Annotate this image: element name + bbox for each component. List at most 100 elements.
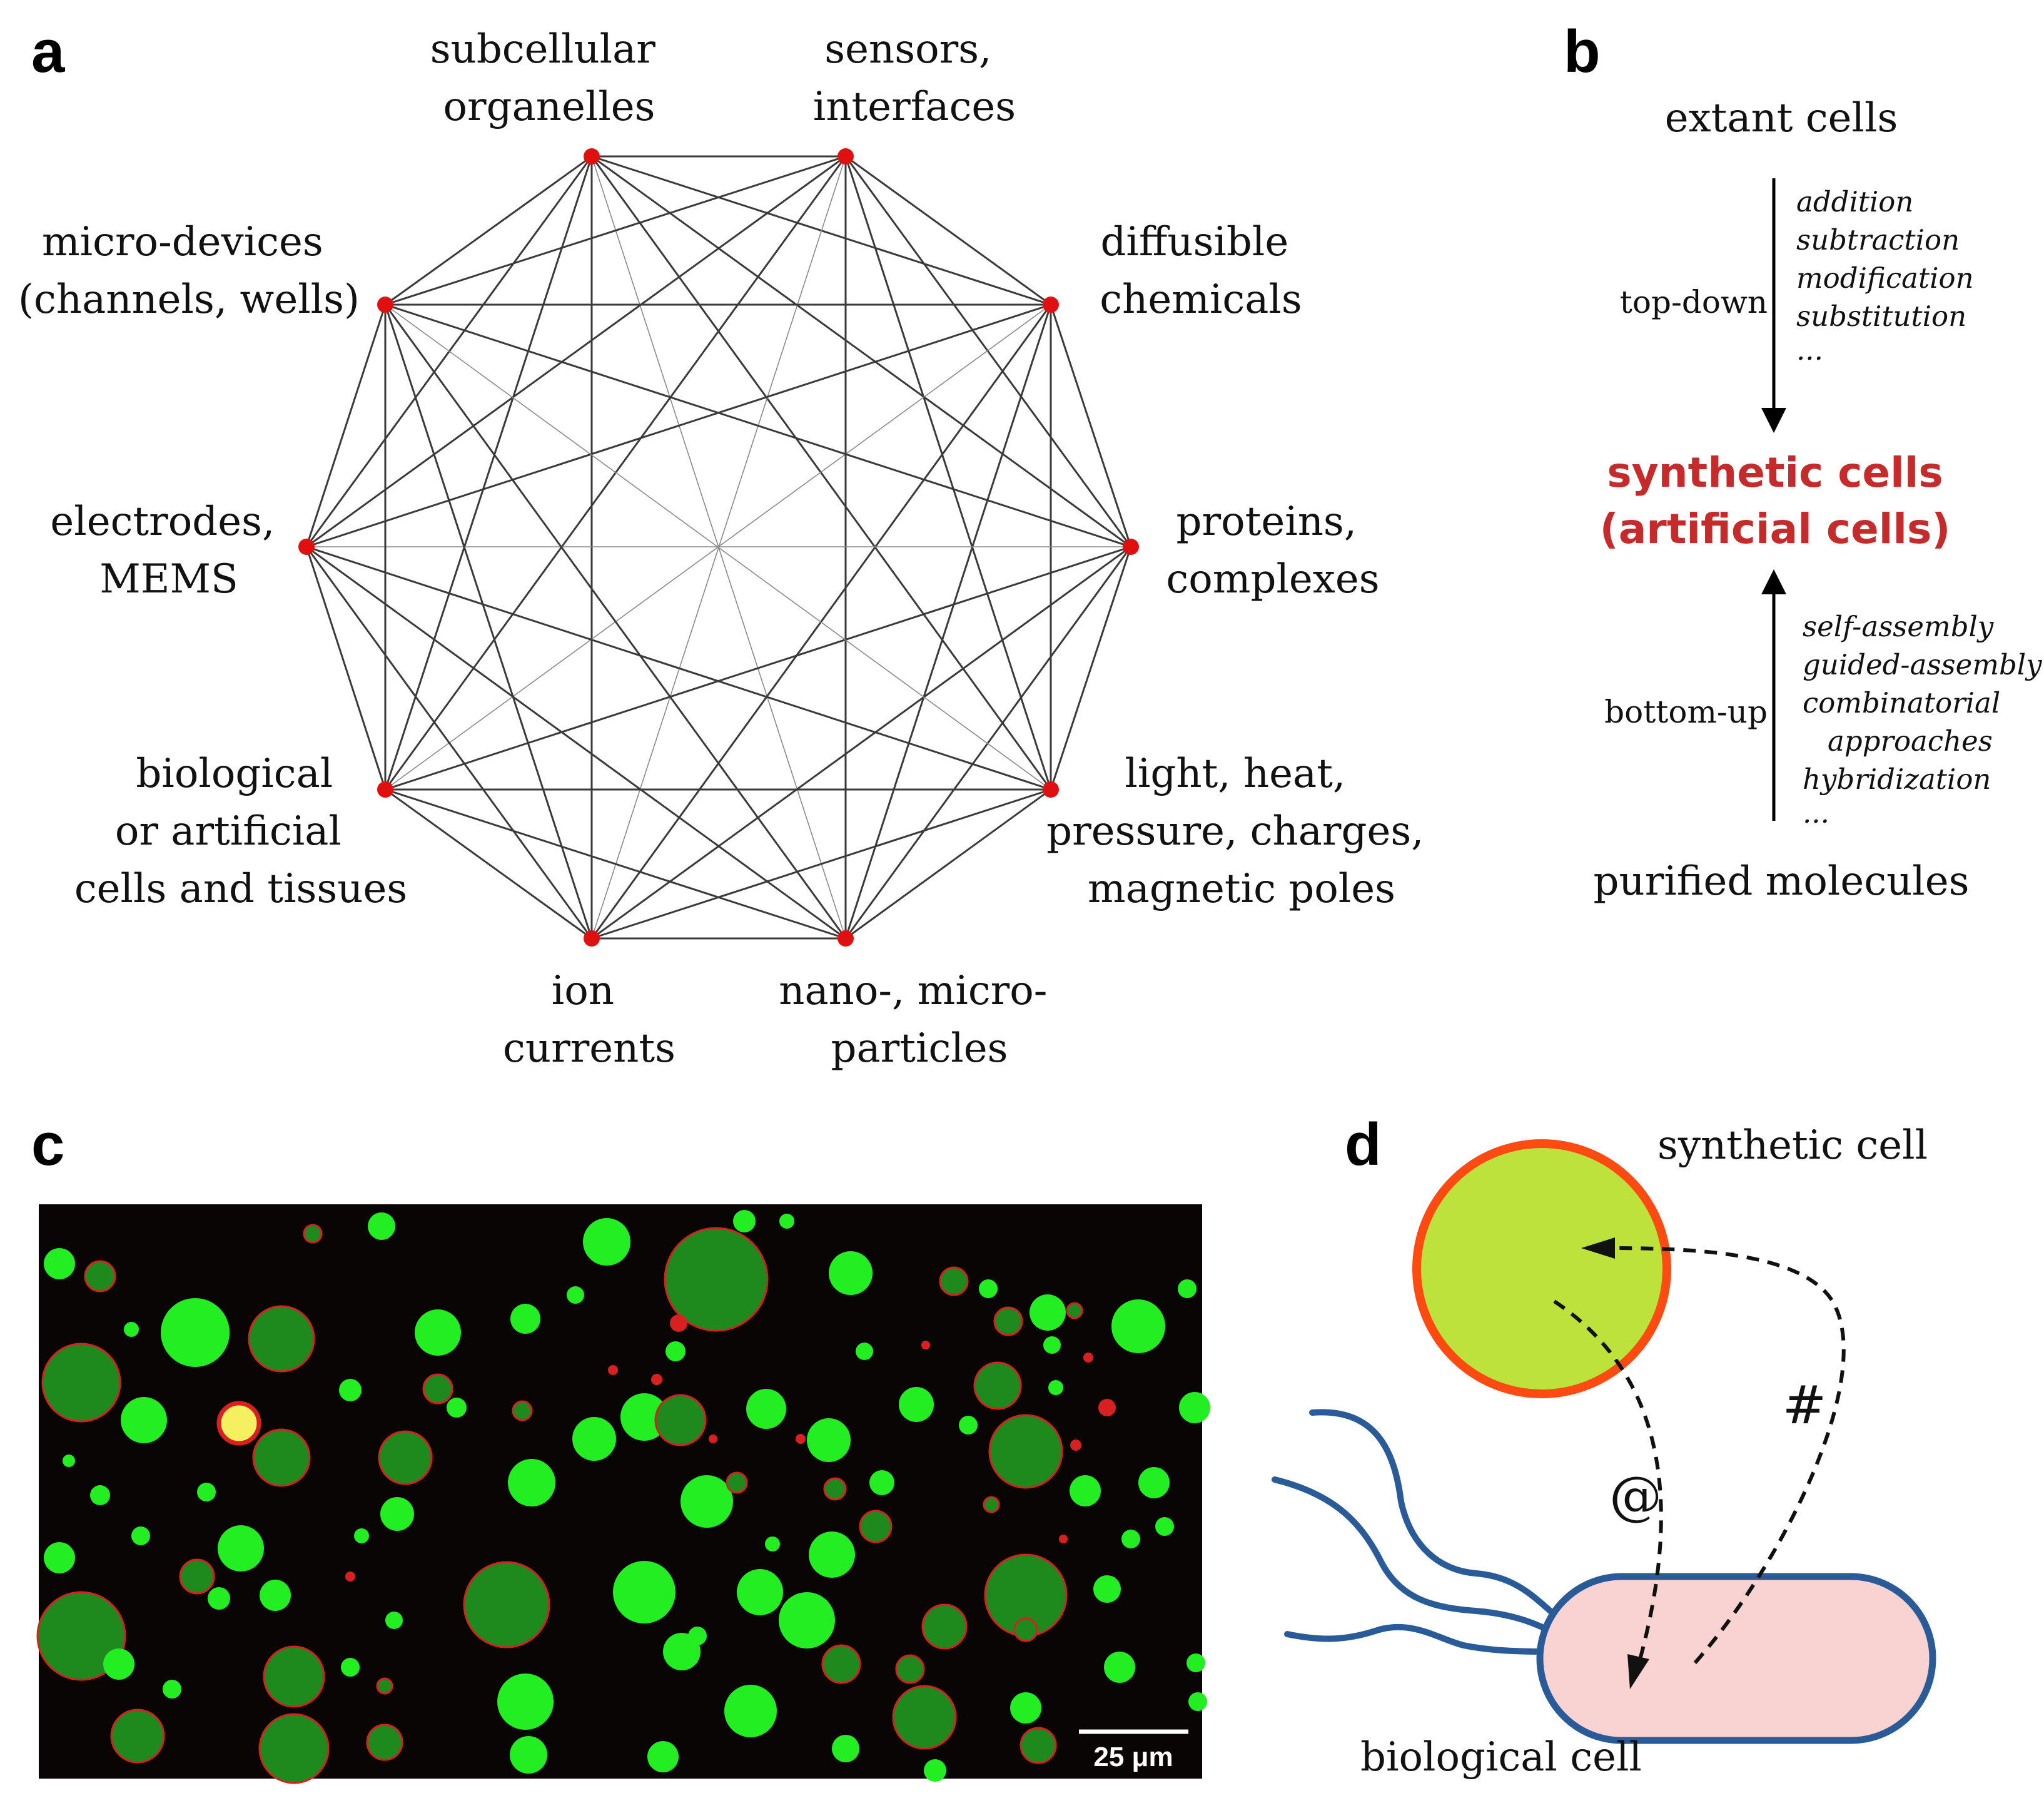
edge-proteins-cells (385, 546, 1131, 791)
vesicle-bright (163, 1680, 181, 1699)
synthetic-cell-label: synthetic cell (1657, 1122, 1928, 1169)
node-sensors (837, 148, 854, 165)
vesicle-bright (1179, 1392, 1210, 1423)
panel-b: b extant cells top-down addition subtrac… (1564, 18, 2044, 905)
bottom-up-label: bottom-up (1604, 694, 1768, 730)
node-label-light: light, heat, pressure, charges, magnetic… (1046, 751, 1437, 912)
edge-electrodes-devices (305, 304, 387, 547)
edge-proteins-devices (385, 303, 1131, 548)
vesicle-bright (380, 1497, 414, 1531)
vesicle-membrane (303, 1224, 323, 1244)
vesicle-bright (131, 1526, 150, 1545)
vesicle-membrane (378, 1430, 433, 1485)
vesicle-membrane (1013, 1617, 1038, 1642)
red-speck (670, 1314, 687, 1332)
node-chemicals (1043, 297, 1059, 313)
panel-c: c 25 μm (31, 1111, 1210, 1784)
vesicle-bright (368, 1212, 395, 1240)
panel-d-letter: d (1345, 1111, 1382, 1178)
vesicle-bright (90, 1485, 110, 1505)
vesicle-bright (1093, 1575, 1121, 1603)
vesicle-bright (103, 1648, 134, 1680)
vesicle-membrane (664, 1227, 769, 1332)
node-label-proteins: proteins, complexes (1166, 499, 1379, 602)
vesicle-bright (807, 1418, 851, 1462)
edge-light-ion (591, 788, 1051, 940)
red-speck (1098, 1399, 1116, 1416)
vesicle-membrane (252, 1428, 311, 1487)
edge-sensors-devices (385, 155, 846, 306)
edge-light-electrodes (306, 546, 1051, 791)
vesicle-bright (979, 1279, 998, 1298)
vesicle-membrane (84, 1260, 116, 1293)
edge-organelles-light (590, 156, 1052, 790)
vesicle-membrane (1019, 1727, 1057, 1764)
vesicle-membrane (939, 1266, 969, 1296)
vesicle-bright (1104, 1652, 1135, 1683)
top-down-label: top-down (1620, 284, 1768, 320)
edge-ion-devices (384, 304, 593, 939)
vesicle-bright (1111, 1299, 1165, 1353)
node-label-electrodes: electrodes, MEMS (50, 499, 287, 602)
vesicle-bright (829, 1251, 873, 1295)
edge-ion-cells (385, 788, 592, 940)
vesicle-bright (497, 1673, 554, 1730)
vesicle-bright (809, 1531, 855, 1578)
edge-proteins-light (1050, 546, 1132, 790)
edge-organelles-proteins (591, 155, 1131, 548)
vesicle-bright (510, 1304, 540, 1334)
scale-bar-label: 25 μm (1093, 1742, 1173, 1772)
node-label-sensors: sensors, interfaces (813, 26, 1016, 130)
vesicle-bright (724, 1685, 777, 1737)
vesicle-bright (1155, 1517, 1174, 1536)
artificial-cells-label: (artificial cells) (1600, 505, 1951, 553)
edge-sensors-electrodes (306, 155, 846, 548)
vesicle-bright (1121, 1530, 1140, 1548)
node-label-chemicals: diffusible chemicals (1100, 219, 1302, 323)
arrow-symbol-at: @ (1609, 1465, 1662, 1526)
flagellum-2 (1272, 1476, 1557, 1636)
panel-a-letter: a (31, 18, 65, 85)
edge-organelles-devices (385, 155, 592, 306)
biological-cell-label: biological cell (1360, 1734, 1642, 1780)
vesicle-bright (341, 1658, 360, 1677)
vesicle-bright (688, 1627, 707, 1645)
vesicle-bright (339, 1379, 362, 1401)
vesicle-membrane (1066, 1302, 1083, 1319)
red-speck (1083, 1353, 1093, 1363)
edge-proteins-particles (844, 546, 1132, 939)
bottom-up-methods: self-assembly guided-assembly combinator… (1803, 610, 2044, 830)
vesicle-membrane (823, 1477, 847, 1501)
panel-a: a subcellular organelles sensors, interf… (18, 18, 1437, 1072)
vesicle-membrane (258, 1713, 330, 1784)
edge-chemicals-electrodes (306, 303, 1051, 548)
vesicle-yellow (216, 1401, 261, 1446)
vesicle-membrane (41, 1343, 121, 1423)
vesicle-membrane (988, 1414, 1063, 1489)
vesicle-bright (583, 1218, 630, 1266)
vesicle-bright (899, 1387, 934, 1422)
vesicle-membrane (993, 1306, 1023, 1336)
node-proteins (1123, 539, 1139, 555)
arrowhead-down (1627, 1654, 1649, 1689)
red-speck (345, 1572, 355, 1582)
top-down-methods: addition subtraction modification substi… (1796, 185, 1983, 367)
node-label-organelles: subcellular organelles (430, 26, 668, 130)
vesicle-bright (63, 1455, 75, 1467)
purified-molecules-label: purified molecules (1594, 858, 1970, 905)
vesicle-membrane (179, 1558, 215, 1595)
micrograph-background (39, 1204, 1202, 1779)
vesicle-bright (572, 1417, 616, 1461)
vesicle-bright (779, 1592, 835, 1648)
vesicle-bright (832, 1735, 859, 1762)
vesicle-bright (161, 1298, 230, 1367)
node-electrodes (298, 539, 315, 555)
red-speck (651, 1374, 662, 1385)
red-speck (796, 1434, 806, 1444)
vesicle-bright (746, 1389, 786, 1429)
node-devices (377, 297, 393, 313)
panel-c-letter: c (31, 1111, 64, 1178)
biological-cell (1536, 1573, 1936, 1744)
red-speck (1059, 1535, 1068, 1543)
